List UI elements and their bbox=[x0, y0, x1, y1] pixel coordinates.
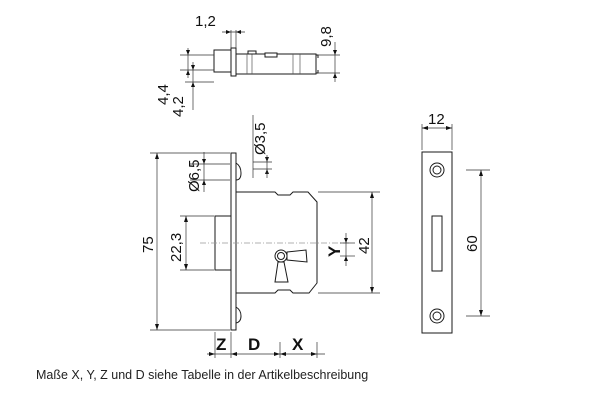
dim-strike-width: 12 bbox=[428, 111, 445, 128]
key-lever bbox=[286, 249, 308, 263]
dim-body-depth: 9,8 bbox=[318, 26, 335, 47]
dim-bolt-height: 22,3 bbox=[168, 233, 185, 262]
screw-hole-bottom bbox=[429, 308, 445, 324]
dim-overall-height: 75 bbox=[140, 236, 157, 253]
strike-plate: 12 60 bbox=[421, 111, 490, 334]
caption: Maße X, Y, Z und D siehe Tabelle in der … bbox=[36, 368, 369, 382]
var-z: Z bbox=[216, 335, 226, 354]
strike-slot bbox=[431, 215, 443, 272]
keyhole-slot bbox=[274, 261, 289, 283]
dim-faceplate-thickness: 1,2 bbox=[195, 13, 216, 30]
var-d: D bbox=[248, 335, 260, 354]
dim-screw-hole-small: Ø3,5 bbox=[252, 122, 269, 155]
front-view: Ø3,5 Ø6,5 75 22,3 42 Y bbox=[140, 115, 380, 358]
dim-body-height: 42 bbox=[356, 237, 373, 254]
bolt-stub bbox=[213, 49, 233, 73]
var-y: Y bbox=[325, 245, 344, 257]
dim-bolt-offset-2: 4,2 bbox=[170, 96, 187, 117]
screw-hole-top bbox=[429, 162, 445, 178]
var-x: X bbox=[292, 335, 304, 354]
lock-body bbox=[235, 191, 318, 294]
faceplate bbox=[230, 152, 237, 331]
dim-bolt-offset-1: 4,4 bbox=[155, 84, 172, 105]
top-view: 1,2 9,8 4,4 4,2 bbox=[155, 13, 340, 117]
dim-hole-spacing: 60 bbox=[464, 235, 481, 252]
dim-screw-hole-large: Ø6,5 bbox=[186, 159, 203, 192]
keyhole-pivot bbox=[274, 249, 288, 263]
faceplate-top bbox=[230, 47, 237, 77]
